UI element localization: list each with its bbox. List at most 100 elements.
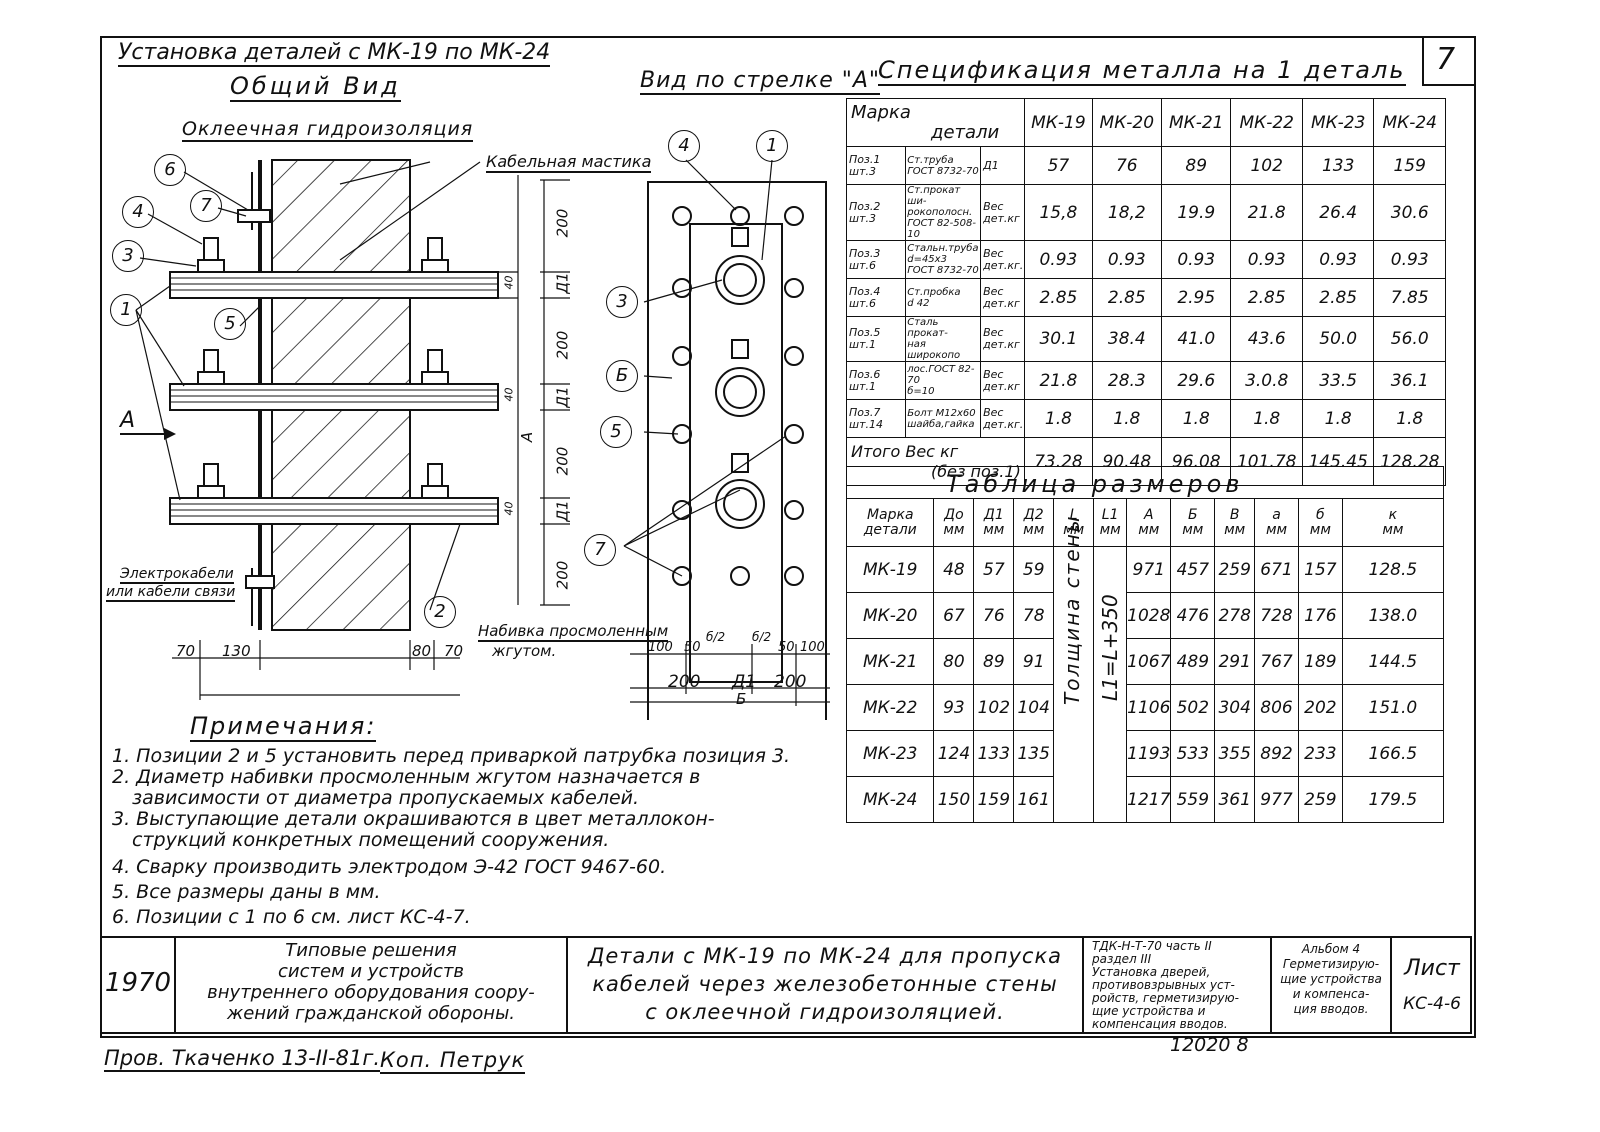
spec-unit-text: Вес [983, 246, 1004, 260]
view-dim-50b: 50 [778, 640, 795, 655]
spec-value-cell: 15,8 [1024, 184, 1093, 241]
view-dim-b2b: б/2 [752, 630, 772, 644]
size-cell: 59 [1013, 546, 1055, 593]
size-table-title: Таблица размеров [946, 470, 1244, 498]
spec-name-text: ГОСТ 8732-70 [907, 265, 979, 276]
callout-6: 6 [154, 154, 186, 186]
size-header-text: мм [983, 521, 1005, 538]
spec-name-text: Ст.труба [907, 154, 954, 166]
spec-value-cell: 18,2 [1091, 184, 1163, 241]
tb-album-line: Альбом 4 [1301, 942, 1361, 956]
spec-value-cell: 1.8 [1091, 399, 1163, 438]
spec-value-cell: 1.8 [1024, 399, 1093, 438]
sheet-number: 7 [1436, 42, 1456, 77]
size-cell: 533 [1170, 730, 1216, 777]
spec-table: Марка детали МК-19 МК-20 МК-21 МК-22 МК-… [845, 98, 1446, 486]
spec-unit-text: дет.кг. [983, 417, 1024, 431]
tb-ref-line: компенсация вводов. [1092, 1017, 1228, 1031]
dim-a: А [518, 431, 537, 443]
spec-value-cell: 76 [1091, 146, 1163, 185]
dim-bottom-130: 130 [222, 642, 251, 660]
tb-desc-2: кабелей через железобетонные стены [592, 972, 1058, 996]
tb-ref-line: щие устройства и [1092, 1004, 1206, 1018]
size-cell: 502 [1170, 684, 1216, 731]
size-cell: 728 [1254, 592, 1299, 639]
size-cell: 150 [933, 776, 975, 823]
tb-ref-line: ройств, герметизирую- [1092, 991, 1239, 1005]
size-cell: 291 [1214, 638, 1256, 685]
notes-list: 1. Позиции 2 и 5 установить перед привар… [112, 746, 790, 928]
spec-unit-text: Вес [983, 284, 1004, 298]
spec-pos-text: Поз.2 [849, 199, 881, 213]
tb-org-2: систем и устройств [278, 961, 464, 982]
size-cell: 489 [1170, 638, 1216, 685]
size-header-text: мм [943, 521, 965, 538]
spec-value-cell: 33.5 [1301, 361, 1375, 400]
size-cell: МК-19 [845, 546, 935, 593]
size-cell: 166.5 [1341, 730, 1445, 777]
spec-name-text: ГОСТ 8732-70 [907, 165, 979, 177]
spec-value-cell: 133 [1301, 146, 1375, 185]
size-cell: 355 [1214, 730, 1256, 777]
mastic-label: Кабельная мастика [486, 152, 652, 173]
view-dim-200b: 200 [774, 672, 807, 692]
view-dim-50a: 50 [684, 640, 701, 655]
size-cell: 80 [933, 638, 975, 685]
note-item: 5. Все размеры даны в мм. [112, 881, 381, 903]
note-item: 3. Выступающие детали окрашиваются в цве… [112, 808, 715, 830]
tb-sheet-label: Лист [1404, 956, 1460, 981]
size-cell: 559 [1170, 776, 1216, 823]
view-callout-b: Б [606, 360, 638, 392]
size-cell: 104 [1013, 684, 1055, 731]
spec-value-cell: 50.0 [1301, 316, 1375, 362]
spec-pos-text: шт.3 [849, 211, 876, 225]
tb-sheet-code: КС-4-6 [1403, 994, 1461, 1014]
spec-pos-text: шт.6 [849, 258, 876, 272]
spec-col: МК-20 [1091, 98, 1163, 147]
spec-name-text: рокополосн. [907, 207, 973, 218]
size-header-text: Б [1188, 506, 1198, 523]
note-item: струкций конкретных помещений сооружения… [132, 829, 610, 851]
l1-formula-cell: L1=L+350 [1093, 546, 1128, 823]
size-cell: 892 [1254, 730, 1299, 777]
note-item: 1. Позиции 2 и 5 установить перед привар… [112, 745, 791, 767]
tb-album-line: ция вводов. [1293, 1002, 1369, 1016]
size-header-text: мм [1182, 521, 1204, 538]
spec-value-cell: 2.85 [1301, 278, 1375, 317]
sheet-number-box [1422, 36, 1474, 86]
spec-value-cell: 0.93 [1301, 240, 1375, 279]
tb-div-2 [566, 936, 568, 1034]
size-cell: 48 [933, 546, 975, 593]
view-dim-200a: 200 [668, 672, 701, 692]
callout-7: 7 [190, 190, 222, 222]
view-dim-b2a: б/2 [706, 630, 726, 644]
spec-pos-text: шт.1 [849, 379, 876, 393]
spec-name-text: б=10 [907, 386, 935, 397]
callout-5: 5 [214, 308, 246, 340]
drawing-title: Установка деталей с МК-19 по МК-24 [118, 40, 551, 67]
size-header-text: мм [1063, 521, 1085, 538]
spec-value-cell: 38.4 [1091, 316, 1163, 362]
spec-pos-text: шт.6 [849, 296, 876, 310]
spec-value-cell: 1.8 [1301, 399, 1375, 438]
spec-pos-text: шт.14 [849, 417, 883, 431]
spec-title: Спецификация металла на 1 деталь [878, 56, 1406, 86]
size-cell: 202 [1297, 684, 1343, 731]
spec-value-cell: 0.93 [1024, 240, 1093, 279]
size-cell: 233 [1297, 730, 1343, 777]
spec-value-cell: 41.0 [1161, 316, 1232, 362]
spec-pos-text: Поз.7 [849, 405, 881, 419]
dim-bottom-70b: 70 [444, 642, 464, 660]
size-cell: 144.5 [1341, 638, 1445, 685]
tb-org-1: Типовые решения [285, 940, 457, 961]
